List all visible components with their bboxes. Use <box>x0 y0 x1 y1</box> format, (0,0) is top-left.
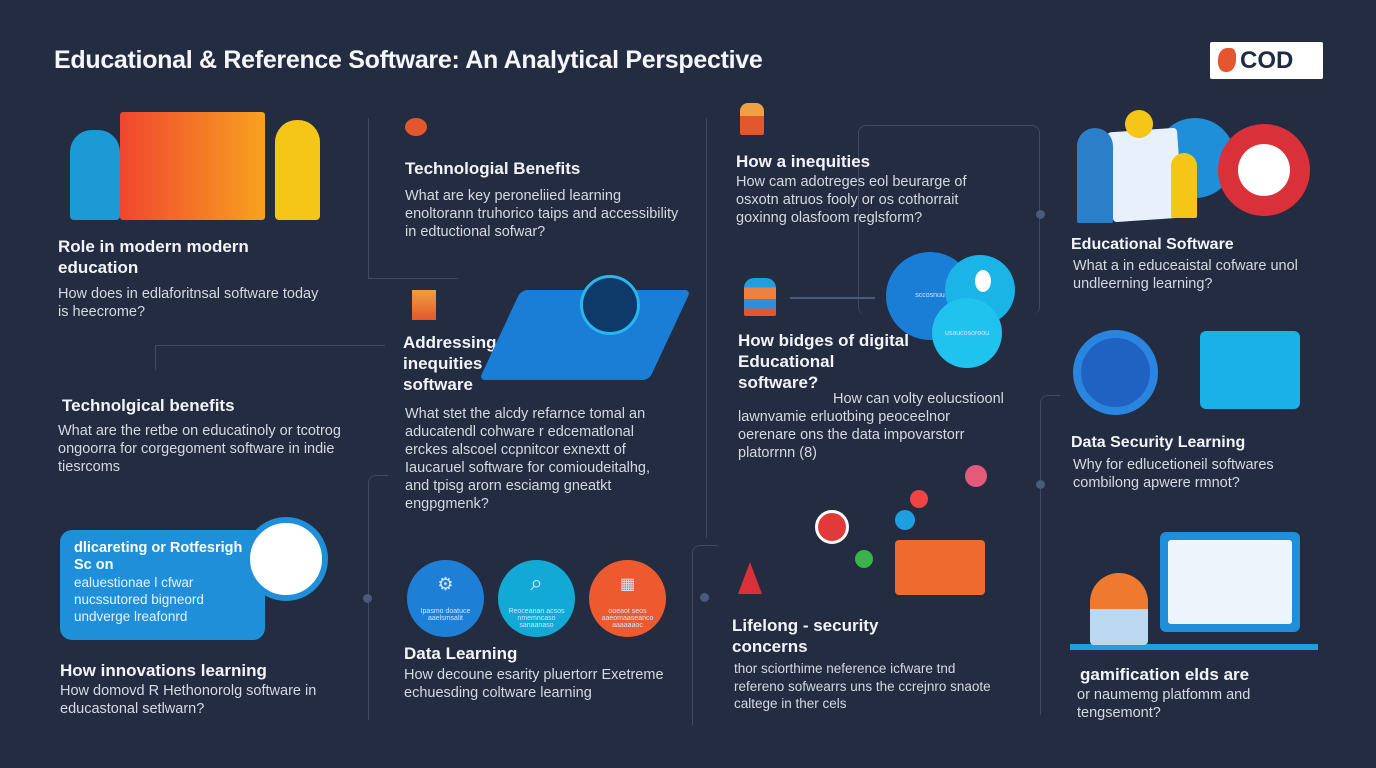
feature-circle: ⌕ Reoceanan acsos nmemncaso sanaanaso <box>498 560 575 637</box>
section-body: How can volty eolucstioonl lawnvamie erl… <box>738 391 1004 461</box>
section-heading: How innovations learning <box>60 661 267 680</box>
connector <box>706 118 707 538</box>
connector <box>155 345 385 370</box>
section-heading: Addressing inequities software <box>403 333 497 394</box>
connector <box>858 125 1040 315</box>
section-body: How cam adotreges eol beurarge of osxotn… <box>736 174 967 226</box>
section-body: Why for edlucetioneil softwares combilon… <box>1073 457 1274 491</box>
section-heading: Role in modern modern education <box>58 237 249 277</box>
section-body: What a in educeaistal cofware unol undle… <box>1073 258 1298 292</box>
section-heading: Lifelong - security concerns <box>732 616 879 656</box>
monitor-illustration <box>1160 532 1300 632</box>
lamp-icon <box>1090 573 1148 645</box>
card-heading: dlicareting or Rotfesrigh Sc on <box>74 540 243 573</box>
section-heading: How bidges of digital Educational softwa… <box>738 331 909 392</box>
section-heading: Educational Software <box>1071 236 1234 253</box>
venn-circle: usaucosoroou <box>932 298 1002 368</box>
brand-logo: COD <box>1210 42 1323 79</box>
venn-label: usaucosoroou <box>945 330 989 337</box>
search-icon: ⌕ <box>530 570 543 595</box>
section-body: or naumemg platfomm and tengsemont? <box>1077 687 1251 721</box>
education-illustration <box>1075 108 1235 226</box>
logo-mark-icon <box>1218 48 1236 72</box>
highlight-card: dlicareting or Rotfesrigh Sc on ealuesti… <box>60 530 265 640</box>
feature-circle: ▦ ooeaot seos aaeomaaseanco aaaaaaoc <box>589 560 666 637</box>
books-icon <box>412 290 436 320</box>
security-icon-badge <box>1073 330 1158 415</box>
connector-dot <box>363 594 372 603</box>
circle-label: Ipasmo doatuce aaelsmsalit <box>420 608 471 622</box>
graduate-figure-icon <box>275 120 320 220</box>
feature-circle: ⚙ Ipasmo doatuce aaelsmsalit <box>407 560 484 637</box>
user-icon <box>975 270 991 292</box>
connector <box>368 278 458 279</box>
desk-line <box>1070 644 1318 650</box>
social-icons-cluster <box>815 465 1005 600</box>
tech-icon-badge <box>244 517 328 601</box>
connector-dot <box>1036 210 1045 219</box>
rocket-icon <box>738 562 762 594</box>
section-heading: Data Learning <box>404 644 518 663</box>
circle-label: ooeaot seos aaeomaaseanco aaaaaaoc <box>601 608 654 629</box>
section-body: thor sciorthime neference icfware tnd re… <box>734 661 991 711</box>
section-heading: Data Security Learning <box>1071 434 1246 451</box>
connector <box>368 118 369 278</box>
connector <box>1040 395 1060 715</box>
section-body: What are key peroneliied learning enolto… <box>405 188 679 240</box>
section-heading: Technolgical benefits <box>62 396 235 415</box>
circle-label: Reoceanan acsos nmemncaso sanaanaso <box>508 608 565 629</box>
network-icon <box>405 118 427 136</box>
person-stack-icon <box>744 278 776 316</box>
connector-dot <box>1036 480 1045 489</box>
section-body: How does in edlaforitnsal software today… <box>58 286 319 320</box>
brain-icon <box>580 275 640 335</box>
logo-text: COD <box>1240 46 1294 74</box>
classroom-illustration <box>120 112 265 220</box>
section-heading: Technologial Benefits <box>405 159 581 178</box>
section-heading: How a inequities <box>736 152 871 171</box>
connector <box>790 297 875 299</box>
card-body: ealuestionae l cfwar nucssutored bigneor… <box>74 575 204 624</box>
support-icon-badge <box>1218 124 1310 216</box>
student-figure-icon <box>70 130 120 220</box>
teacher-icon <box>740 103 764 135</box>
section-heading: gamification elds are <box>1080 665 1250 684</box>
venn-label: sccosnuu <box>915 292 945 299</box>
connector <box>692 545 717 725</box>
page-title: Educational & Reference Software: An Ana… <box>54 46 763 74</box>
connector-dot <box>700 593 709 602</box>
section-body: What stet the alcdy refarnce tomal an ad… <box>405 406 651 512</box>
section-body: How domovd R Hethonorolg software in edu… <box>60 683 317 717</box>
data-grid-icon: ▦ <box>619 576 636 593</box>
section-body: What are the retbe on educatinoly or tco… <box>58 423 341 475</box>
gear-cluster-icon: ⚙ <box>437 574 454 594</box>
lab-illustration <box>1200 331 1300 409</box>
section-body: How decoune esarity pluertorr Exetreme e… <box>404 667 664 701</box>
